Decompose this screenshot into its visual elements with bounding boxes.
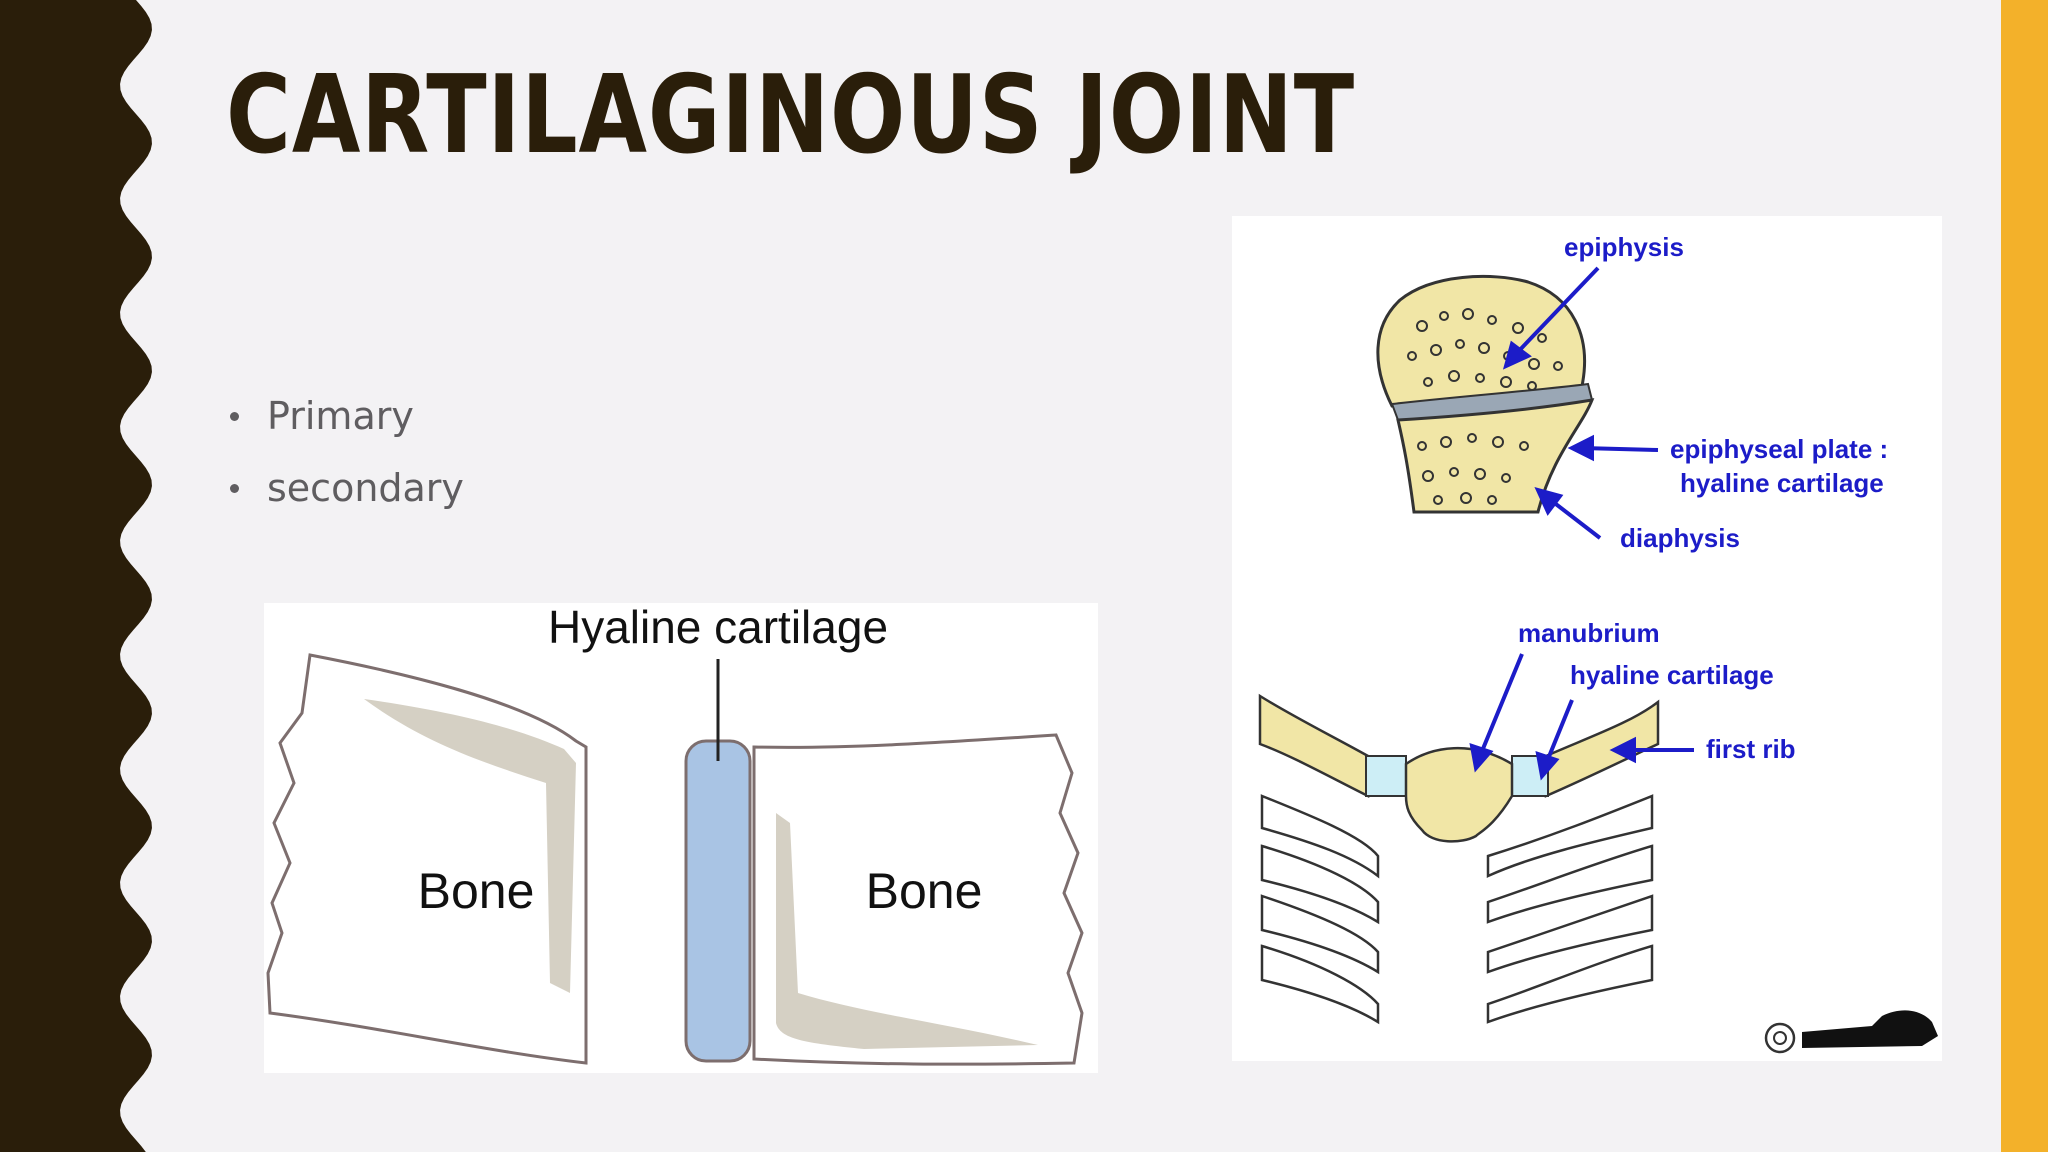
spongy-bone-pattern <box>1407 308 1563 505</box>
right-bone-shading <box>776 813 1038 1049</box>
bullet-item: secondary <box>228 452 464 524</box>
bullet-item: Primary <box>228 380 464 452</box>
bullet-list: Primary secondary <box>228 380 464 524</box>
slide-title: CARTILAGINOUS JOINT <box>226 53 1355 178</box>
epiphysis-head <box>1376 274 1587 408</box>
diaphysis-shaft <box>1396 398 1595 514</box>
right-bone <box>752 733 1084 1066</box>
diaphysis-label: diaphysis <box>1620 523 1740 553</box>
first-rib-label: first rib <box>1706 734 1796 764</box>
hyaline-cartilage-disc <box>684 739 752 1063</box>
rib-cage <box>1260 794 1654 1025</box>
manubrium-label: manubrium <box>1518 618 1660 648</box>
hyaline-cartilage-left <box>1365 755 1407 797</box>
primary-joint-figure: Hyaline cartilage Bone Bone <box>264 601 1098 1073</box>
manubrium <box>1404 746 1514 843</box>
first-rib-left <box>1258 693 1370 799</box>
copyright-logo <box>1764 1010 1938 1054</box>
manubrium-arrows <box>1469 653 1694 781</box>
hyaline-cartilage-label: Hyaline cartilage <box>548 603 888 653</box>
left-bone-shading <box>364 699 576 993</box>
right-accent-band <box>2001 0 2048 1152</box>
hyaline-cartilage-label-right: hyaline cartilage <box>1570 660 1774 690</box>
bullet-dot <box>230 483 239 493</box>
bullet-text: secondary <box>267 466 464 510</box>
right-bone-label: Bone <box>866 863 983 919</box>
bullet-dot <box>230 411 239 421</box>
epiphysis-label: epiphysis <box>1564 232 1684 262</box>
epiphyseal-plate-label: epiphyseal plate : <box>1670 434 1888 464</box>
plate-hyaline-label: hyaline cartilage <box>1680 468 1884 498</box>
bullet-text: Primary <box>267 394 414 438</box>
left-bone-label: Bone <box>418 863 535 919</box>
epiphysis-arrows <box>1502 266 1659 540</box>
left-wavy-band <box>0 0 152 1152</box>
secondary-joint-figure: epiphysis epiphyseal plate : hyaline car… <box>1232 216 1942 1061</box>
